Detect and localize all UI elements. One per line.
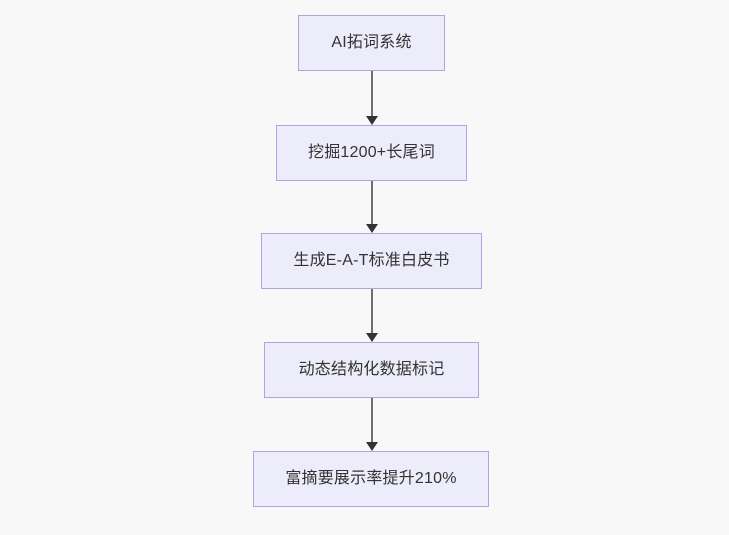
flow-connector [360, 289, 384, 342]
flow-node-label: 挖掘1200+长尾词 [308, 144, 435, 162]
arrowhead-icon [366, 116, 378, 125]
connector-line [371, 398, 373, 443]
flow-node-4[interactable]: 动态结构化数据标记 [264, 342, 479, 398]
flow-node-label: 生成E-A-T标准白皮书 [293, 252, 450, 270]
flow-connector [360, 398, 384, 451]
flow-node-label: 富摘要展示率提升210% [285, 470, 457, 488]
connector-line [371, 181, 373, 225]
flow-node-2[interactable]: 挖掘1200+长尾词 [276, 125, 467, 181]
flow-connector [360, 71, 384, 125]
connector-line [371, 289, 373, 334]
arrowhead-icon [366, 224, 378, 233]
flow-node-label: 动态结构化数据标记 [298, 361, 445, 379]
flow-node-3[interactable]: 生成E-A-T标准白皮书 [261, 233, 482, 289]
flow-node-label: AI拓词系统 [331, 34, 412, 52]
flow-node-5[interactable]: 富摘要展示率提升210% [253, 451, 489, 507]
flow-connector [360, 181, 384, 233]
arrowhead-icon [366, 442, 378, 451]
arrowhead-icon [366, 333, 378, 342]
connector-line [371, 71, 373, 117]
flow-node-1[interactable]: AI拓词系统 [298, 15, 445, 71]
